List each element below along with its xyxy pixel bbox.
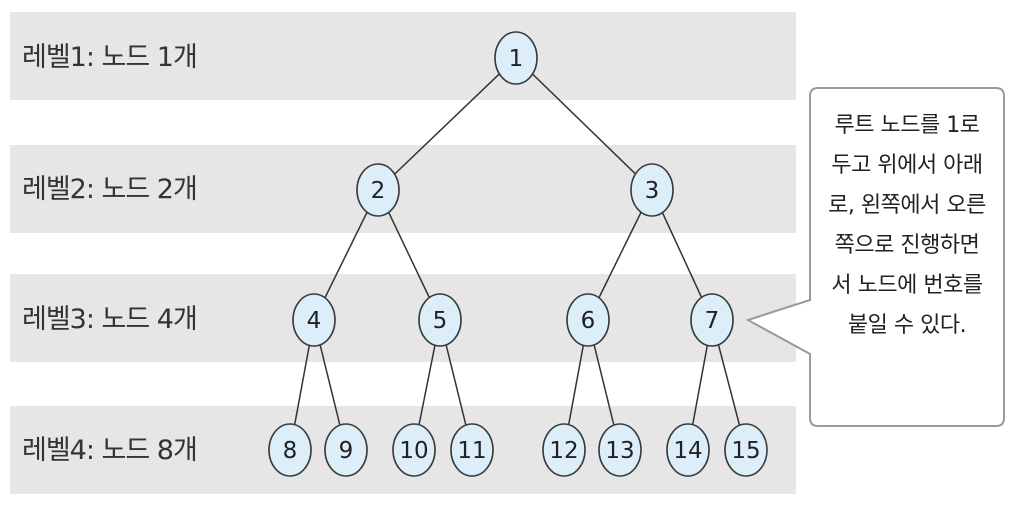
tree-node-7: 7 (690, 293, 734, 347)
tree-node-3: 3 (630, 163, 674, 217)
tree-edge (377, 57, 517, 191)
tree-node-circle (450, 423, 494, 477)
tree-node-label: 8 (283, 438, 298, 464)
tree-node-circle (268, 423, 312, 477)
level-label-1: 레벨1: 노드 1개 (22, 42, 198, 73)
tree-node-label: 11 (457, 438, 486, 464)
tree-node-4: 4 (292, 293, 336, 347)
level-band-1 (10, 12, 796, 100)
tree-node-14: 14 (666, 423, 710, 477)
callout-line-2: 두고 위에서 아래 (831, 153, 983, 178)
tree-node-label: 6 (581, 308, 596, 334)
tree-node-circle (666, 423, 710, 477)
tree-node-13: 13 (598, 423, 642, 477)
tree-edge (515, 57, 653, 191)
tree-node-circle (292, 293, 336, 347)
callout-line-6: 붙일 수 있다. (847, 313, 967, 338)
tree-node-label: 4 (307, 308, 322, 334)
tree-node-circle (690, 293, 734, 347)
level-label-4: 레벨4: 노드 8개 (22, 435, 198, 466)
tree-node-label: 2 (371, 178, 386, 204)
tree-node-circle (418, 293, 462, 347)
tree-node-9: 9 (324, 423, 368, 477)
tree-node-circle (356, 163, 400, 217)
tree-node-10: 10 (392, 423, 436, 477)
callout-line-3: 로, 왼쪽에서 오른 (828, 193, 986, 218)
tree-node-8: 8 (268, 423, 312, 477)
tree-node-label: 3 (645, 178, 660, 204)
callout-line-4: 쪽으로 진행하면 (834, 233, 980, 258)
tree-node-label: 15 (731, 438, 760, 464)
tree-node-circle (630, 163, 674, 217)
tree-node-15: 15 (724, 423, 768, 477)
tree-node-circle (566, 293, 610, 347)
tree-node-circle (542, 423, 586, 477)
tree-node-2: 2 (356, 163, 400, 217)
callout-text: 루트 노드를 1로 두고 위에서 아래 로, 왼쪽에서 오른 쪽으로 진행하면 … (812, 106, 1002, 346)
level-label-2: 레벨2: 노드 2개 (22, 174, 198, 205)
tree-node-label: 10 (399, 438, 428, 464)
tree-node-6: 6 (566, 293, 610, 347)
tree-node-circle (392, 423, 436, 477)
tree-node-label: 1 (509, 46, 524, 72)
tree-node-12: 12 (542, 423, 586, 477)
tree-node-label: 12 (549, 438, 578, 464)
tree-node-5: 5 (418, 293, 462, 347)
tree-node-1: 1 (494, 31, 538, 85)
tree-node-label: 7 (705, 308, 720, 334)
level-band-3 (10, 274, 796, 362)
tree-node-label: 5 (433, 308, 448, 334)
tree-node-circle (324, 423, 368, 477)
tree-node-label: 13 (605, 438, 634, 464)
tree-node-label: 14 (673, 438, 702, 464)
tree-node-circle (598, 423, 642, 477)
tree-node-circle (494, 31, 538, 85)
callout-bubble (745, 87, 1005, 427)
callout-line-1: 루트 노드를 1로 (834, 113, 980, 138)
callout-line-5: 서 노드에 번호를 (831, 273, 983, 298)
level-label-3: 레벨3: 노드 4개 (22, 304, 198, 335)
tree-node-11: 11 (450, 423, 494, 477)
tree-node-label: 9 (339, 438, 354, 464)
tree-node-circle (724, 423, 768, 477)
